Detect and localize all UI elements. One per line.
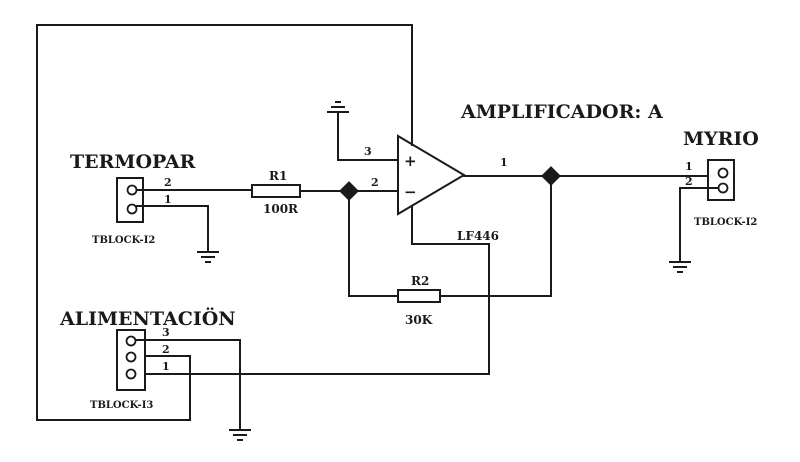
plus-input-ground [327,101,399,161]
op-amp-pin-out: 1 [500,156,508,169]
op-amp-minus-sign: − [404,183,417,201]
op-amp-pin-plus: 3 [364,145,372,158]
alimentacion-pin-3: 3 [162,326,170,339]
termopar-ground-icon [197,251,219,263]
myrio-part: TBLOCK-I2 [694,217,757,228]
alimentacion-ground-icon [229,429,251,441]
op-amp-pin-minus: 2 [371,176,379,189]
r2-ref: R2 [411,274,429,288]
termopar-pin-1: 1 [164,193,172,206]
op-amp-triangle [397,134,466,216]
r1-ref: R1 [269,169,287,183]
myrio-pin-1: 1 [685,160,693,173]
resistor-r1: R1 100R [251,169,301,216]
op-amp-part-label: LF446 [457,229,499,243]
r2-value: 30K [405,313,433,327]
myrio-name: MYRIO [683,128,759,150]
alimentacion-name: ALIMENTACIÖN [59,307,236,330]
termopar-connector: TERMOPAR 2 1 TBLOCK-I2 [70,151,253,263]
alimentacion-pin-2: 2 [162,343,170,356]
alimentacion-pin-1: 1 [162,360,170,373]
termopar-pin-2: 2 [164,176,172,189]
alimentacion-part: TBLOCK-I3 [90,400,153,411]
supply-wire-loop [36,24,413,421]
op-amp: + − LF446 3 2 1 [364,134,508,245]
op-amp-plus-sign: + [404,152,417,170]
myrio-ground-icon [669,261,691,273]
resistor-r2: R2 30K [397,274,441,327]
alimentacion-connector: ALIMENTACIÖN 3 2 1 TBLOCK-I3 [59,307,251,441]
myrio-pin-2: 2 [685,175,693,188]
termopar-name: TERMOPAR [70,151,196,173]
amplifier-title: AMPLIFICADOR: A [460,101,663,123]
termopar-part: TBLOCK-I2 [92,235,155,246]
neg-supply-wire [145,243,490,375]
minus-input-net [299,181,399,297]
myrio-connector: MYRIO 1 2 TBLOCK-I2 [669,128,759,273]
r1-value: 100R [263,202,299,216]
